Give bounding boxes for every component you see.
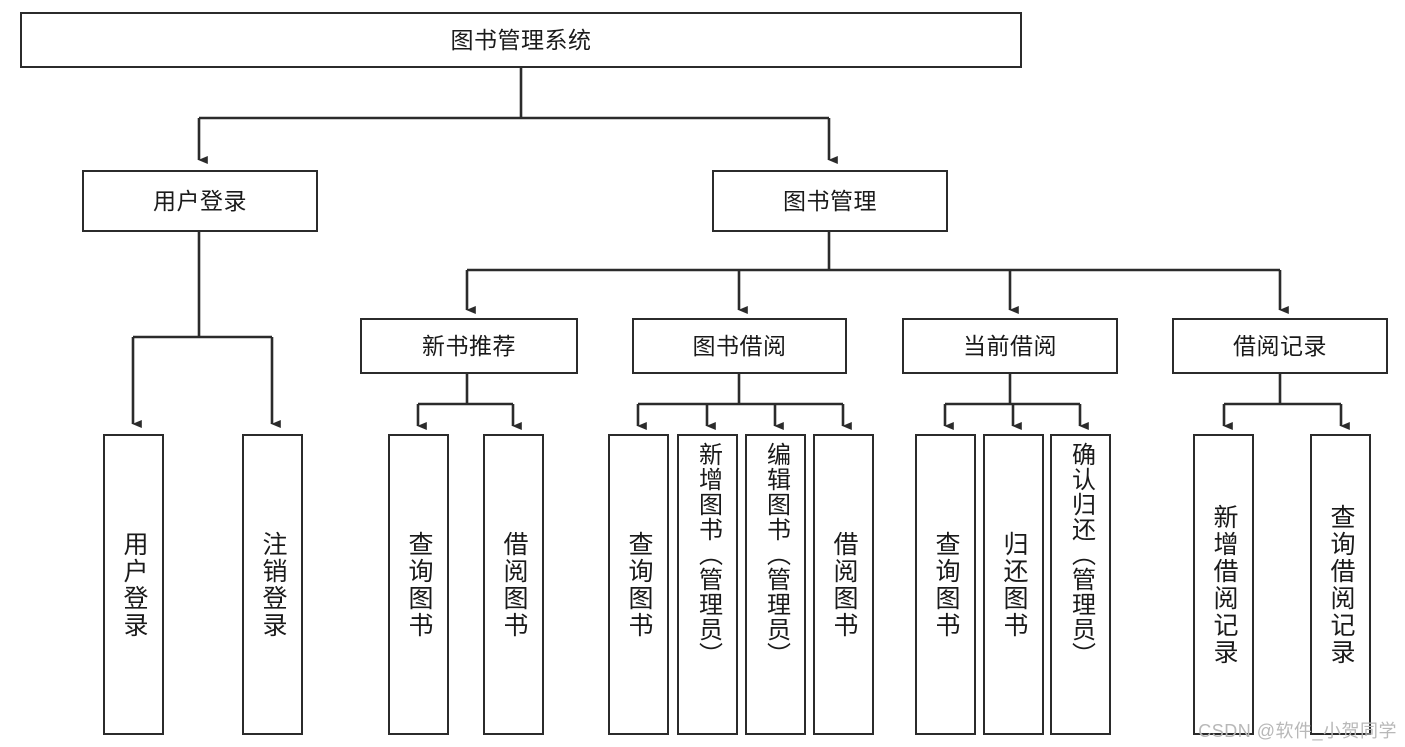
node-leaf-query-book-2-label: 查询图书 <box>625 530 653 639</box>
node-borrow-record[interactable]: 借阅记录 <box>1172 318 1388 374</box>
node-leaf-query-book-3-label: 查询图书 <box>932 530 960 639</box>
node-leaf-add-book[interactable]: 新增图书（管理员） <box>677 434 738 735</box>
node-leaf-query-book-3[interactable]: 查询图书 <box>915 434 976 735</box>
node-root[interactable]: 图书管理系统 <box>20 12 1022 68</box>
node-current-borrow-label: 当前借阅 <box>963 332 1057 359</box>
node-leaf-logout[interactable]: 注销登录 <box>242 434 303 735</box>
node-leaf-return-book-label: 归还图书 <box>1000 530 1028 639</box>
node-book-borrow-label: 图书借阅 <box>692 332 787 359</box>
node-user-login[interactable]: 用户登录 <box>82 170 318 232</box>
node-leaf-return-book[interactable]: 归还图书 <box>983 434 1044 735</box>
node-borrow-record-label: 借阅记录 <box>1233 332 1327 359</box>
node-leaf-user-login[interactable]: 用户登录 <box>103 434 164 735</box>
node-leaf-query-book-2[interactable]: 查询图书 <box>608 434 669 735</box>
node-leaf-add-record-label: 新增借阅记录 <box>1210 503 1238 666</box>
node-leaf-borrow-book-1[interactable]: 借阅图书 <box>483 434 544 735</box>
node-leaf-add-record[interactable]: 新增借阅记录 <box>1193 434 1254 735</box>
node-book-manage-label: 图书管理 <box>783 187 877 214</box>
node-leaf-borrow-book-2-label: 借阅图书 <box>830 530 858 639</box>
node-leaf-borrow-book-1-label: 借阅图书 <box>500 530 528 639</box>
node-book-borrow[interactable]: 图书借阅 <box>632 318 847 374</box>
node-leaf-logout-label: 注销登录 <box>259 530 287 639</box>
node-root-label: 图书管理系统 <box>450 26 592 53</box>
node-leaf-edit-book[interactable]: 编辑图书（管理员） <box>745 434 806 735</box>
node-current-borrow[interactable]: 当前借阅 <box>902 318 1118 374</box>
node-new-book-recommend-label: 新书推荐 <box>422 332 516 359</box>
node-leaf-query-book-1[interactable]: 查询图书 <box>388 434 449 735</box>
node-user-login-label: 用户登录 <box>153 187 247 214</box>
node-leaf-edit-book-label: 编辑图书（管理员） <box>762 442 790 667</box>
node-book-manage[interactable]: 图书管理 <box>712 170 948 232</box>
node-leaf-confirm-return[interactable]: 确认归还（管理员） <box>1050 434 1111 735</box>
node-new-book-recommend[interactable]: 新书推荐 <box>360 318 578 374</box>
node-leaf-borrow-book-2[interactable]: 借阅图书 <box>813 434 874 735</box>
node-leaf-confirm-return-label: 确认归还（管理员） <box>1067 442 1095 667</box>
watermark-text: CSDN @软件_小贺同学 <box>1198 721 1397 741</box>
node-leaf-query-book-1-label: 查询图书 <box>405 530 433 639</box>
node-leaf-query-record[interactable]: 查询借阅记录 <box>1310 434 1371 735</box>
node-leaf-user-login-label: 用户登录 <box>120 530 148 639</box>
node-leaf-add-book-label: 新增图书（管理员） <box>694 442 722 667</box>
node-leaf-query-record-label: 查询借阅记录 <box>1327 503 1355 666</box>
